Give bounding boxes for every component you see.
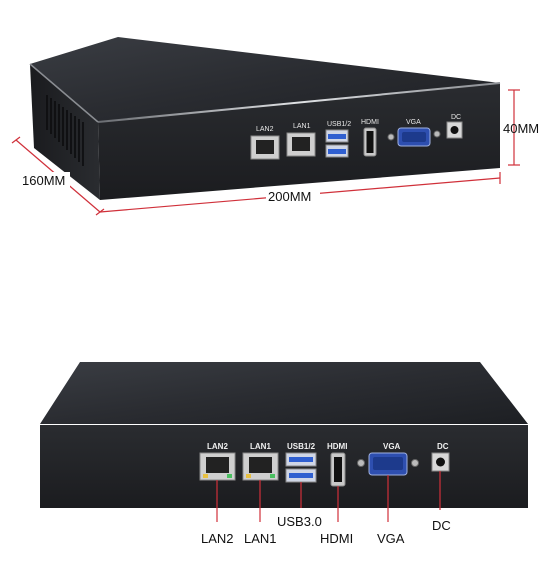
top-port-lan2: LAN2 [250,126,280,160]
top-label-hdmi: HDMI [361,119,379,126]
bottom-label-lan1: LAN1 [250,442,271,451]
top-label-usb: USB1/2 [327,121,351,128]
bottom-device-top-surface [40,362,528,424]
callout-hdmi: HDMI [320,531,353,546]
callout-usb: USB3.0 [277,514,322,529]
top-port-vga: VGA [387,119,441,147]
callout-dc: DC [432,518,451,533]
bottom-label-dc: DC [437,442,449,451]
bottom-port-lan2: LAN2 [199,442,236,481]
bottom-device-front-face [40,425,528,508]
top-port-dc: DC [446,114,463,139]
callout-vga: VGA [377,531,405,546]
bottom-port-vga: VGA [357,442,419,476]
top-label-lan2: LAN2 [256,126,274,133]
bottom-label-hdmi: HDMI [327,442,347,451]
height-dimension-label: 40MM [503,121,539,136]
callout-lan1: LAN1 [244,531,277,546]
top-label-dc: DC [451,114,461,121]
side-vents [46,95,84,166]
callout-lan2: LAN2 [201,531,234,546]
top-device: LAN2 LAN1 USB1/2 HDMI VGA [11,37,539,216]
callout-leaders [216,471,441,522]
bottom-label-lan2: LAN2 [207,442,228,451]
top-label-vga: VGA [406,119,421,126]
top-port-lan1: LAN1 [286,123,316,157]
bottom-device: LAN2 LAN1 USB1/2 HDMI VGA [40,362,528,546]
bottom-label-vga: VGA [383,442,401,451]
width-dimension-label: 200MM [268,189,311,204]
top-port-hdmi: HDMI [361,119,379,157]
top-port-usb: USB1/2 [325,121,351,158]
depth-dimension-label: 160MM [22,173,65,188]
bottom-label-usb: USB1/2 [287,442,316,451]
bottom-port-dc: DC [431,442,450,472]
top-device-edge-highlight [97,82,501,123]
top-device-top-surface [30,37,500,122]
bottom-port-usb: USB1/2 [285,442,317,483]
top-label-lan1: LAN1 [293,123,311,130]
